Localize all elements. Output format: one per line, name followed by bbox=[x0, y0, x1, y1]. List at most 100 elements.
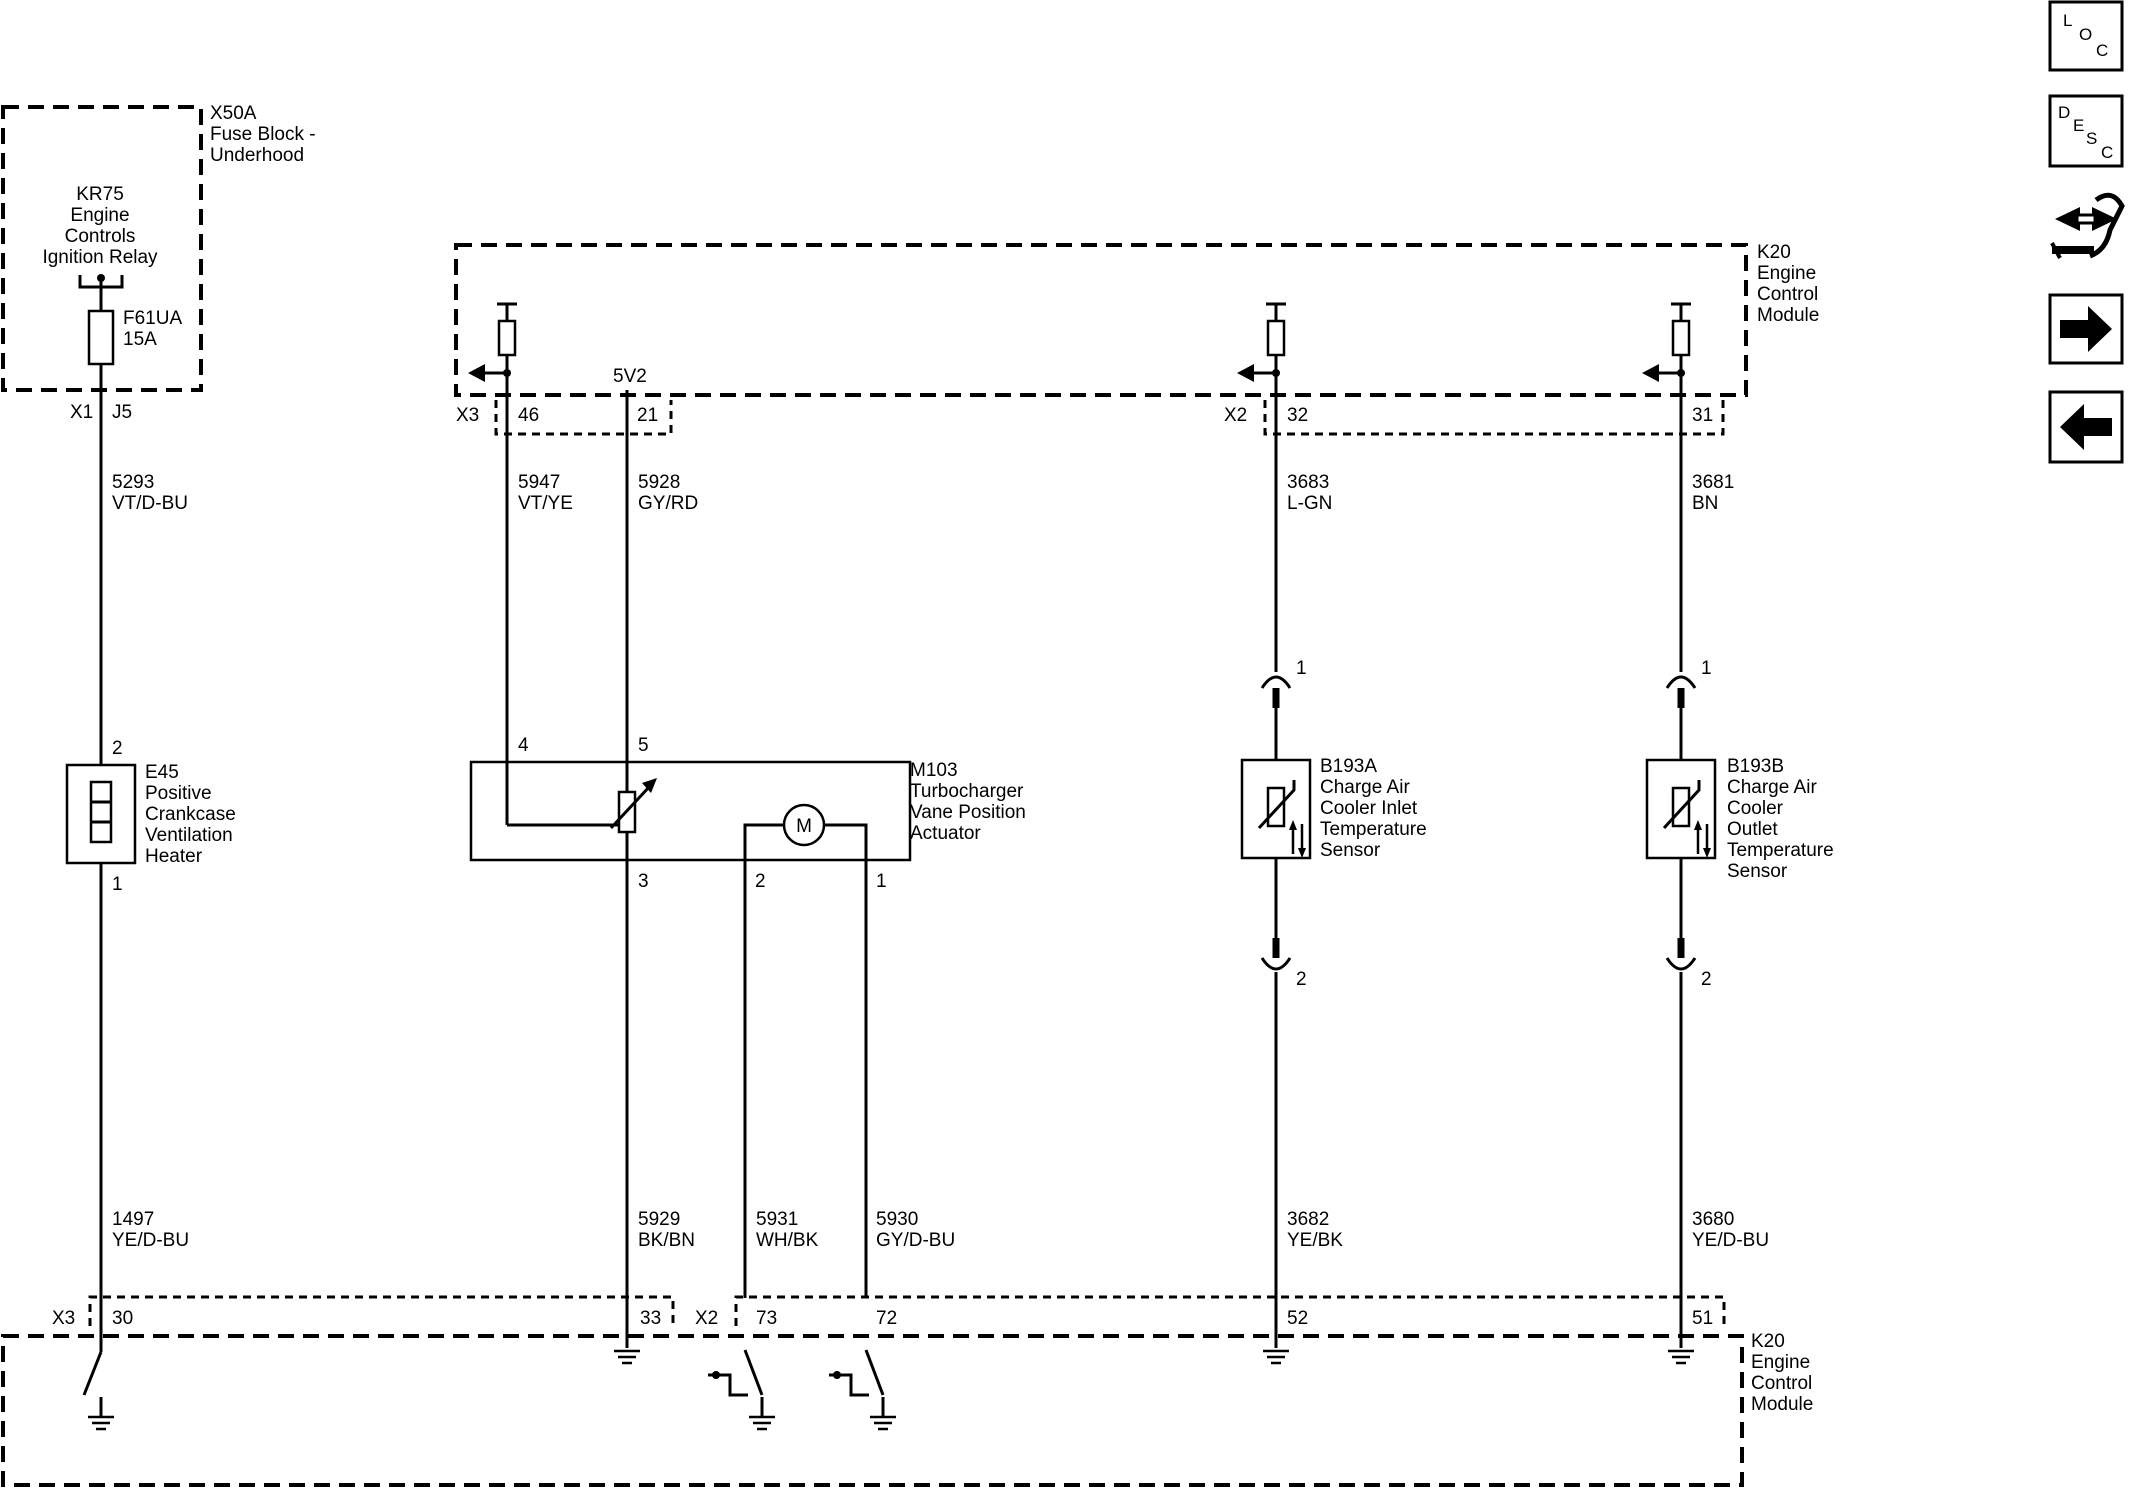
kr75-relay: KR75 Engine Controls Ignition Relay bbox=[42, 184, 158, 311]
arrow-right-icon bbox=[2060, 306, 2112, 352]
connector-j5: J5 bbox=[112, 402, 132, 423]
wire-3681-circuit: 3681 bbox=[1692, 472, 1734, 493]
wire-3680-color: YE/D-BU bbox=[1692, 1230, 1769, 1251]
pin-33: 33 bbox=[640, 1308, 661, 1329]
loc-letter-1: L bbox=[2063, 11, 2072, 30]
b193b-pin-2: 2 bbox=[1701, 969, 1712, 990]
x50a-name-1: Fuse Block - bbox=[210, 124, 316, 145]
wire-3682-circuit: 3682 bbox=[1287, 1209, 1329, 1230]
desc-letter-4: C bbox=[2101, 143, 2113, 162]
pin-31: 31 bbox=[1692, 405, 1713, 426]
m103-actuator: 4 5 M M103 Turbocharger Vane Position Ac… bbox=[469, 735, 1026, 1298]
m103-pin-3: 3 bbox=[638, 871, 649, 892]
wire-3681-color: BN bbox=[1692, 493, 1718, 514]
pin-52: 52 bbox=[1287, 1308, 1308, 1329]
m103-pin-1: 1 bbox=[876, 871, 887, 892]
e45-name-4: Heater bbox=[145, 846, 203, 867]
ground-symbol bbox=[1263, 1349, 1289, 1365]
b193b-name-2: Cooler bbox=[1727, 798, 1784, 819]
pin-21: 21 bbox=[637, 405, 658, 426]
b193b-id: B193B bbox=[1727, 756, 1784, 777]
k20-top-id: K20 bbox=[1757, 242, 1791, 263]
e45-id: E45 bbox=[145, 762, 179, 783]
connector-x2-top-label: X2 bbox=[1224, 405, 1247, 426]
wire-3680-circuit: 3680 bbox=[1692, 1209, 1734, 1230]
e45-heater: 2 E45 Positive Crankcase Ventilation Hea… bbox=[65, 738, 236, 895]
b193b-name-5: Sensor bbox=[1727, 861, 1788, 882]
wire-5930-circuit: 5930 bbox=[876, 1209, 918, 1230]
k20-bottom-name-1: Engine bbox=[1751, 1352, 1810, 1373]
b193b-name-4: Temperature bbox=[1727, 840, 1834, 861]
k20-top-module: K20 Engine Control Module bbox=[454, 242, 1819, 397]
wire-5293-circuit: 5293 bbox=[112, 472, 154, 493]
b193a-id: B193A bbox=[1320, 756, 1377, 777]
wire-1497-circuit: 1497 bbox=[112, 1209, 154, 1230]
k20-bottom-name-3: Module bbox=[1751, 1394, 1813, 1415]
m103-pin-5: 5 bbox=[638, 735, 649, 756]
b193a-pin-2: 2 bbox=[1296, 969, 1307, 990]
m103-name-1: Turbocharger bbox=[910, 781, 1024, 802]
loc-letter-2: O bbox=[2079, 25, 2092, 44]
connector-x1: X1 bbox=[70, 402, 93, 423]
kr75-name-1: Engine bbox=[70, 205, 129, 226]
m103-pin-4: 4 bbox=[518, 735, 529, 756]
desc-letter-3: S bbox=[2086, 129, 2097, 148]
m103-pin-2: 2 bbox=[755, 871, 766, 892]
x50a-id: X50A bbox=[210, 103, 257, 124]
wire-5929-color: BK/BN bbox=[638, 1230, 695, 1251]
connector-end-view-icon bbox=[2050, 192, 2125, 259]
wire-3683-circuit: 3683 bbox=[1287, 472, 1329, 493]
b193a-pin-1: 1 bbox=[1296, 658, 1307, 679]
k20-top-name-1: Engine bbox=[1757, 263, 1816, 284]
e45-pin-2: 2 bbox=[112, 738, 123, 759]
f61ua-id: F61UA bbox=[123, 308, 182, 329]
heater-low-side-switch bbox=[82, 1351, 114, 1431]
desc-letter-1: D bbox=[2058, 103, 2070, 122]
wire-5947-color: VT/YE bbox=[518, 493, 573, 514]
wire-5947-circuit: 5947 bbox=[518, 472, 560, 493]
b193b-name-3: Outlet bbox=[1727, 819, 1778, 840]
b193a-name-1: Charge Air bbox=[1320, 777, 1410, 798]
ref-5v2: 5V2 bbox=[613, 366, 647, 387]
m103-name-2: Vane Position bbox=[910, 802, 1026, 823]
e45-name-1: Positive bbox=[145, 783, 212, 804]
wire-5930-color: GY/D-BU bbox=[876, 1230, 955, 1251]
b193a-name-3: Temperature bbox=[1320, 819, 1427, 840]
pin-30: 30 bbox=[112, 1308, 133, 1329]
loc-letter-3: C bbox=[2096, 41, 2108, 60]
wire-5928-circuit: 5928 bbox=[638, 472, 680, 493]
wire-5929-circuit: 5929 bbox=[638, 1209, 680, 1230]
pin-73: 73 bbox=[756, 1308, 777, 1329]
ground-symbol bbox=[1668, 1349, 1694, 1365]
k20-bottom-module: K20 Engine Control Module bbox=[1, 1331, 1813, 1487]
b193b-name-1: Charge Air bbox=[1727, 777, 1817, 798]
connector-x3-bottom-label: X3 bbox=[52, 1308, 75, 1329]
prev-page-button[interactable] bbox=[2048, 390, 2124, 464]
pin-46: 46 bbox=[518, 405, 539, 426]
connector-end-view-button[interactable] bbox=[2050, 192, 2125, 259]
e45-pin-1: 1 bbox=[112, 874, 123, 895]
motor-driver-switch-72 bbox=[829, 1349, 896, 1431]
connector-x2-bottom-label: X2 bbox=[695, 1308, 718, 1329]
m103-motor-symbol: M bbox=[796, 816, 812, 837]
wire-3683-color: L-GN bbox=[1287, 493, 1332, 514]
ground-symbol bbox=[614, 1349, 640, 1365]
b193b-sensor: 1 2 B193B Charge Air Cooler Outlet Tempe… bbox=[1645, 658, 1834, 990]
k20-pullup-31 bbox=[1642, 302, 1691, 382]
desc-button[interactable]: D E S C bbox=[2048, 94, 2124, 168]
motor-driver-switch-73 bbox=[708, 1349, 775, 1431]
wire-3682-color: YE/BK bbox=[1287, 1230, 1343, 1251]
connector-x3-top-label: X3 bbox=[456, 405, 479, 426]
kr75-name-3: Ignition Relay bbox=[42, 247, 158, 268]
kr75-name-2: Controls bbox=[65, 226, 136, 247]
k20-bottom-name-2: Control bbox=[1751, 1373, 1812, 1394]
x50a-name-2: Underhood bbox=[210, 145, 304, 166]
wire-5931-color: WH/BK bbox=[756, 1230, 819, 1251]
e45-name-2: Crankcase bbox=[145, 804, 236, 825]
loc-button[interactable]: L O C bbox=[2048, 0, 2124, 72]
k20-bottom-id: K20 bbox=[1751, 1331, 1785, 1352]
e45-name-3: Ventilation bbox=[145, 825, 233, 846]
m103-name-3: Actuator bbox=[910, 823, 981, 844]
next-page-button[interactable] bbox=[2048, 293, 2124, 365]
